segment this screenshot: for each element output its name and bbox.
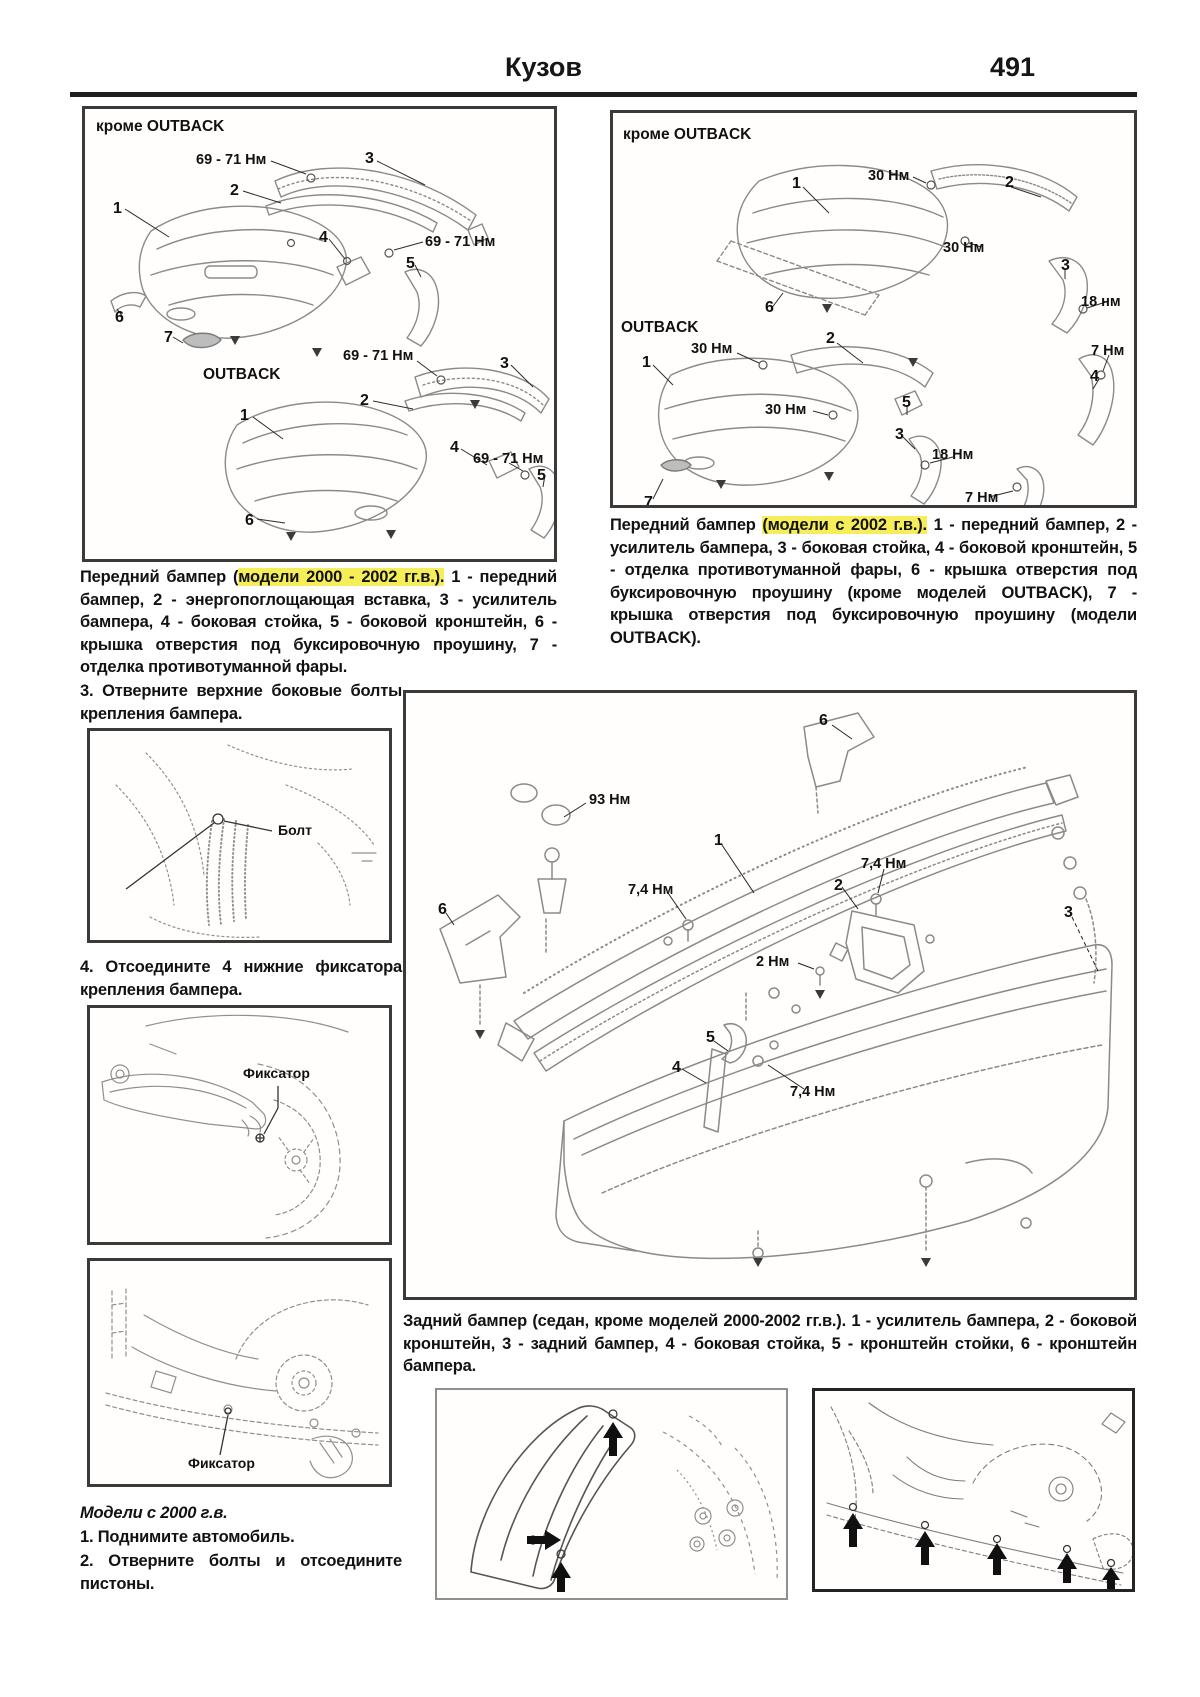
caption-text: 1 - передний бампер, 2 - энергопоглощающ… bbox=[80, 568, 558, 676]
caption-highlight: модели 2000 - 2002 гг.в.). bbox=[238, 568, 445, 586]
variant-label: кроме OUTBACK bbox=[623, 126, 752, 143]
torque-label: 30 Нм bbox=[691, 341, 733, 357]
caption-front-bumper-2002: Передний бампер (модели с 2002 г.в.). 1 … bbox=[610, 514, 1137, 649]
underbody-clips-art bbox=[826, 1402, 1132, 1589]
step-2-text: 2. Отверните болты и отсоедините пистоны… bbox=[80, 1552, 402, 1593]
part-number-label: 5 bbox=[406, 255, 415, 272]
part-number-label: 3 bbox=[895, 426, 904, 443]
part-number-label: 3 bbox=[365, 150, 374, 167]
part-number-label: 6 bbox=[115, 309, 124, 326]
illustration-fixator-wheel: Фиксатор bbox=[87, 1005, 392, 1245]
torque-label: 18 Нм bbox=[932, 447, 974, 463]
torque-label: 69 - 71 Нм bbox=[473, 451, 544, 467]
caption-rear-bumper: Задний бампер (седан, кроме моделей 2000… bbox=[403, 1310, 1137, 1378]
torque-label: 30 Нм bbox=[765, 402, 807, 418]
release-point-arrows bbox=[527, 1422, 623, 1592]
torque-label: 7,4 Нм bbox=[861, 856, 907, 872]
part-number-label: 2 bbox=[1005, 174, 1014, 191]
caption-text: 1 - передний бампер, 2 - усилитель бампе… bbox=[610, 516, 1137, 647]
part-number-label: 2 bbox=[230, 182, 239, 199]
part-number-label: 2 bbox=[360, 392, 369, 409]
header-rule bbox=[70, 92, 1137, 97]
part-number-label: 5 bbox=[706, 1029, 715, 1046]
part-number-label: 7 bbox=[644, 494, 653, 508]
part-number-label: 2 bbox=[826, 330, 835, 347]
torque-label: 7 Нм bbox=[1091, 343, 1125, 359]
part-number-label: 3 bbox=[1064, 904, 1073, 921]
front-bumper-2002-art bbox=[652, 164, 1115, 505]
part-number-label: 7 bbox=[164, 329, 173, 346]
torque-label: 7 Нм bbox=[965, 490, 999, 506]
bumper-corner-art bbox=[470, 1405, 778, 1592]
variant-label: кроме OUTBACK bbox=[96, 118, 225, 135]
caption-text: Задний бампер (седан, кроме моделей 2000… bbox=[403, 1312, 1137, 1375]
variant-label: OUTBACK bbox=[621, 319, 699, 336]
part-number-label: 1 bbox=[792, 175, 801, 192]
caption-highlight: (модели с 2002 г.в.). bbox=[762, 516, 927, 534]
step-3-text: 3. Отверните верхние боковые болты крепл… bbox=[80, 682, 402, 723]
part-number-label: 6 bbox=[819, 712, 828, 729]
page-number: 491 bbox=[990, 52, 1036, 82]
torque-label: 30 Нм bbox=[943, 240, 985, 256]
diagram-front-bumper-2000-2002: кроме OUTBACK 69 - 71 Нм 3 2 69 - 71 Нм … bbox=[82, 106, 557, 562]
torque-label: 69 - 71 Нм bbox=[196, 152, 267, 168]
torque-label: 30 Нм bbox=[868, 168, 910, 184]
torque-label: 69 - 71 Нм bbox=[343, 348, 414, 364]
part-number-label: 6 bbox=[765, 299, 774, 316]
torque-label: 18 нм bbox=[1081, 294, 1121, 310]
step-4-text: 4. Отсоедините 4 нижние фиксатора крепле… bbox=[80, 958, 402, 999]
part-number-label: 1 bbox=[113, 200, 122, 217]
bolt-callout-label: Болт bbox=[278, 822, 313, 838]
part-number-label: 3 bbox=[500, 355, 509, 372]
illustration-bumper-corner bbox=[435, 1388, 788, 1600]
part-number-label: 3 bbox=[1061, 257, 1070, 274]
part-number-label: 1 bbox=[714, 832, 723, 849]
torque-label: 93 Нм bbox=[589, 792, 631, 808]
diagram-rear-bumper: 6 93 Нм 1 7,4 Нм 2 7,4 Нм 2 Нм 5 4 7,4 Н… bbox=[403, 690, 1137, 1300]
rear-bumper-art bbox=[439, 712, 1113, 1267]
caption-front-bumper-2000-2002: Передний бампер (модели 2000 - 2002 гг.в… bbox=[80, 566, 557, 679]
illustration-fixator-underbody: Фиксатор bbox=[87, 1258, 392, 1487]
front-bumper-2000-2002-art bbox=[110, 160, 554, 541]
fixator-underbody-art bbox=[105, 1288, 379, 1479]
part-number-label: 4 bbox=[319, 229, 328, 246]
part-number-label: 4 bbox=[1090, 368, 1099, 385]
illustration-underbody-clips bbox=[812, 1388, 1135, 1592]
variant-label: OUTBACK bbox=[203, 366, 281, 383]
part-number-label: 1 bbox=[642, 354, 651, 371]
torque-label: 7,4 Нм bbox=[628, 882, 674, 898]
page-title: Кузов bbox=[505, 52, 582, 82]
part-number-label: 6 bbox=[245, 512, 254, 529]
torque-label: 7,4 Нм bbox=[790, 1084, 836, 1100]
part-number-label: 4 bbox=[672, 1059, 681, 1076]
part-number-label: 5 bbox=[902, 394, 911, 411]
models-note-text: Модели с 2000 г.в. bbox=[80, 1504, 228, 1522]
fixator-callout-label: Фиксатор bbox=[243, 1065, 310, 1081]
diagram-front-bumper-2002: кроме OUTBACK 1 30 Нм 2 30 Нм 3 18 нм 6 … bbox=[610, 110, 1137, 508]
torque-label: 69 - 71 Нм bbox=[425, 234, 496, 250]
caption-text: Передний бампер ( bbox=[80, 568, 239, 586]
torque-label: 2 Нм bbox=[756, 954, 790, 970]
bolt-illustration-art bbox=[115, 744, 377, 938]
clip-location-arrows bbox=[843, 1513, 1120, 1589]
fixator-wheel-art bbox=[101, 1014, 349, 1239]
illustration-bolt: Болт bbox=[87, 728, 392, 943]
part-number-label: 4 bbox=[450, 439, 459, 456]
part-number-label: 2 bbox=[834, 877, 843, 894]
part-number-label: 1 bbox=[240, 407, 249, 424]
step-1-text: 1. Поднимите автомобиль. bbox=[80, 1528, 295, 1546]
caption-text: Передний бампер bbox=[610, 516, 763, 534]
fixator-callout-label: Фиксатор bbox=[188, 1455, 255, 1471]
part-number-label: 6 bbox=[438, 901, 447, 918]
part-number-label: 5 bbox=[537, 467, 546, 484]
